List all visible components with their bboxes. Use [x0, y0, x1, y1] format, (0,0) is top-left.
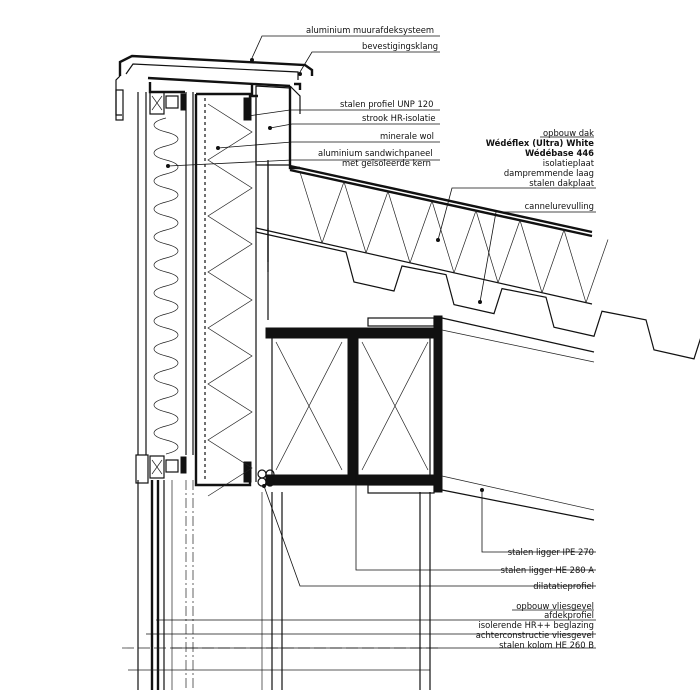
- label-muurafdeksysteem: aluminium muurafdeksysteem: [306, 25, 434, 35]
- panel-joint-top: [149, 91, 187, 115]
- coping-profile: [115, 54, 314, 121]
- mineral-wool: [207, 98, 269, 497]
- label-sandwich-1: aluminium sandwichpaneel: [318, 148, 433, 158]
- label-sandwich-2: met geïsoleerde kern: [342, 158, 431, 168]
- curtain-wall-lines: [122, 480, 440, 690]
- column-he260: [261, 492, 431, 690]
- label-dak-line1: Wédéflex (Ultra) White: [486, 138, 595, 148]
- ipe-beam: [367, 315, 595, 521]
- label-dak-line4: dampremmende laag: [504, 168, 594, 178]
- label-gevel-line4: stalen kolom HE 260 B: [499, 640, 594, 650]
- label-bevestigingsklang: bevestigingsklang: [362, 41, 438, 51]
- label-gevel-line3: achterconstructie vliesgevel: [476, 630, 594, 640]
- label-dak-line2: Wédébase 446: [525, 148, 594, 158]
- label-gevel-title: opbouw vliesgevel: [516, 601, 594, 611]
- label-cannelurevulling: cannelurevulling: [525, 201, 594, 211]
- label-gevel-line1: afdekprofiel: [544, 610, 594, 620]
- label-hr-strook: strook HR-isolatie: [362, 113, 436, 123]
- label-gevel-line2: isolerende HR++ beglazing: [478, 620, 594, 630]
- sandwich-panel: [137, 92, 194, 455]
- leader-lines: [146, 35, 596, 649]
- he280-beam: [265, 327, 439, 486]
- label-minerale-wol: minerale wol: [380, 131, 434, 141]
- label-dak-line5: stalen dakplaat: [529, 178, 594, 188]
- panel-joint-bottom: [135, 454, 187, 484]
- label-ipe: stalen ligger IPE 270: [508, 547, 594, 557]
- roof-buildup: [255, 162, 700, 360]
- label-unp: stalen profiel UNP 120: [340, 99, 433, 109]
- label-dilatatie: dilatatieprofiel: [533, 581, 594, 591]
- label-dak-title: opbouw dak: [543, 128, 594, 138]
- annotation-labels: aluminium muurafdeksysteem bevestigingsk…: [306, 25, 595, 650]
- label-dak-line3: isolatieplaat: [543, 158, 595, 168]
- unp-profile: [194, 92, 252, 487]
- hr-strip: [255, 85, 300, 170]
- label-he280: stalen ligger HE 280 A: [501, 565, 595, 575]
